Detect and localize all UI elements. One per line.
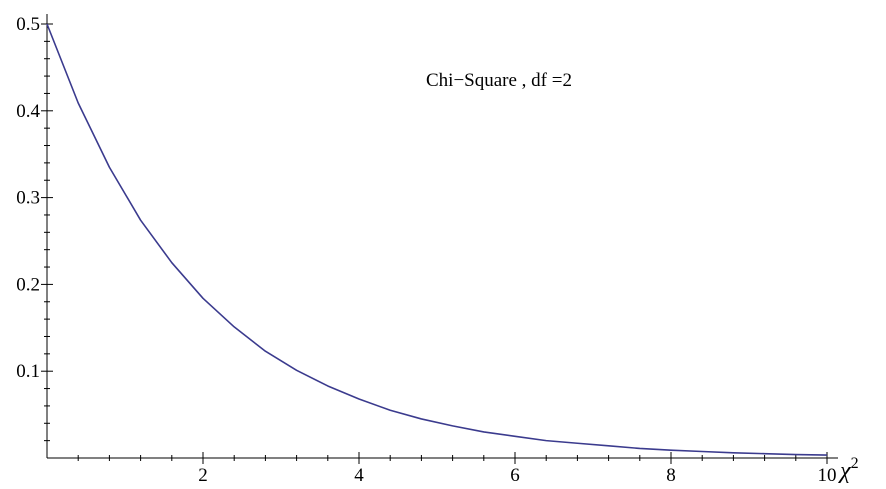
x-axis-label: χ2 [838,455,859,484]
chart-annotation: Chi−Square , df =2 [426,70,572,91]
x-tick-label: 2 [198,465,208,486]
x-tick-label: 4 [354,465,364,486]
ticks [41,23,828,464]
tick-labels: 2 4 6 8 10 0.1 0.2 0.3 0.4 0.5 [16,14,836,486]
y-tick-label: 0.3 [16,188,40,209]
y-tick-label: 0.2 [16,274,40,295]
axes [46,14,838,459]
x-tick-label: 8 [666,465,676,486]
x-tick-label: 10 [818,465,837,486]
y-tick-label: 0.5 [16,14,40,35]
series-line [46,23,828,456]
x-axis-label-superscript: 2 [851,455,859,472]
x-tick-label: 6 [510,465,520,486]
y-tick-label: 0.1 [16,361,40,382]
x-axis-label-symbol: χ [838,458,852,484]
series [46,23,828,456]
y-tick-label: 0.4 [16,101,40,122]
